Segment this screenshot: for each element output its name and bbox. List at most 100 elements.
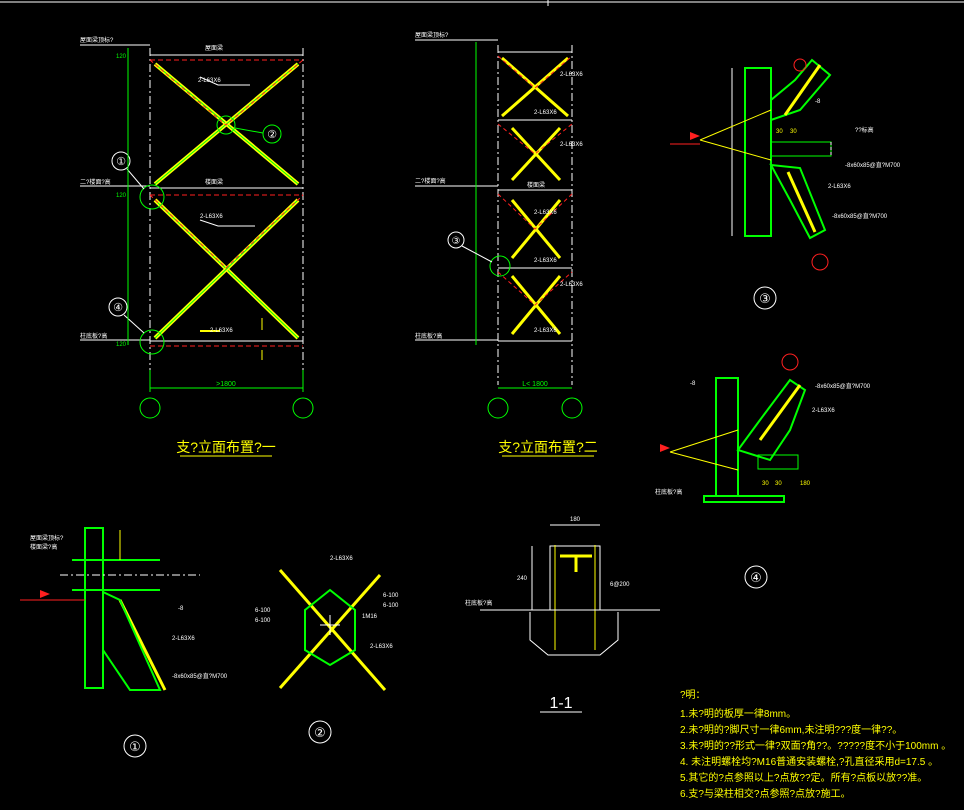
e2-brace-3b — [510, 199, 562, 259]
d3-weld-leader-a — [699, 109, 772, 141]
e2-mid-label: 二?楼面?高 — [415, 177, 446, 185]
detail-circle-2 — [216, 115, 236, 135]
d3-text-30b: 30 — [790, 129, 797, 135]
note-6: 6.支?与梁柱相交?点参照?点放?施工。 — [680, 787, 851, 800]
e2-bottom-label: 柱底板?高 — [415, 332, 442, 340]
e2-floor-beam-label: 楼面梁 — [527, 181, 545, 189]
d3-label: ③ — [759, 291, 771, 306]
elev1-brace-top: 2-L63X6 — [198, 78, 221, 84]
d4-text-brace: 2-L63X6 — [812, 408, 835, 414]
axis-bubble-left — [139, 397, 161, 419]
d3-text-elev: ??标高 — [855, 126, 874, 134]
elev1-brace-bottom: 2-L63X6 — [210, 328, 233, 334]
e2-brace-label-4: 2-L63X6 — [534, 210, 557, 216]
d3-column — [744, 67, 772, 237]
e2-callout-3-ring — [447, 231, 465, 249]
detail-2-leader — [234, 127, 264, 134]
d3-beam-stub — [770, 141, 832, 157]
elev1-dim-top: 120 — [116, 54, 127, 60]
d1-column — [84, 527, 104, 689]
e2-callout-3: ③ — [452, 236, 461, 247]
d1-text-brace: 2-L63X6 — [172, 636, 195, 642]
s11-text-spacing: 6@200 — [610, 582, 630, 588]
e2-brace-label-2: 2-L63X6 — [534, 110, 557, 116]
d3-label-ring — [753, 286, 777, 310]
d2-gusset — [304, 588, 356, 667]
e2-brace-label-1: 2-L63X6 — [560, 72, 583, 78]
d4-label: ④ — [750, 570, 762, 585]
d4-text-plate-a: -8x60x85@直?M700 — [815, 382, 871, 390]
brace-mid-leader — [199, 219, 255, 227]
d1-text-plate-b: -8x60x85@直?M700 — [172, 672, 228, 680]
elevation-2: 屋面梁顶标? 二?楼面?高 楼面梁 柱底板?高 2-L63X6 2-L63X6 … — [415, 31, 598, 457]
d3-lower-gusset — [769, 163, 827, 240]
d4-weld-leader-b — [669, 451, 739, 471]
d4-base-plate — [703, 495, 785, 503]
note-3: 3.未?明的??形式一律?双面?角??。?????度不小于100mm 。 — [680, 739, 951, 752]
elev1-dim-mid: 120 — [116, 193, 127, 199]
elev1-callout-1: ① — [116, 156, 126, 168]
e2-brace-label-5: 2-L63X6 — [534, 258, 557, 264]
s11-text-240: 240 — [517, 576, 528, 582]
note-4: 4. 未注明螺栓均?M16普通安装螺栓,?孔直径采用d=17.5 。 — [680, 755, 938, 768]
detail-2: ② 2-L63X6 6-100 6-100 6-100 6-100 1M16 2… — [255, 556, 399, 744]
callout-2-ring — [262, 124, 282, 144]
elev1-roof-beam-label: 屋面梁 — [205, 44, 223, 52]
e2-brace-4b — [510, 275, 562, 335]
section-1-1: 180 240 柱底板?高 6@200 1-1 — [465, 517, 660, 713]
d2-text-bolt: 1M16 — [362, 614, 378, 620]
d2-text-brace-bottom: 2-L63X6 — [370, 644, 393, 650]
e2-gusset-2 — [497, 123, 573, 155]
s11-label: 1-1 — [549, 695, 572, 712]
e2-axis-left — [487, 397, 509, 419]
elev1-bottom-label: 柱底板?高 — [80, 332, 107, 340]
elev1-dim-width: >1800 — [216, 381, 236, 388]
elev1-brace-mid: 2-L63X6 — [200, 214, 223, 220]
s11-text-base: 柱底板?高 — [465, 599, 492, 607]
elev1-title: 支?立面布置?一 — [176, 439, 276, 455]
e2-gusset-3 — [497, 193, 573, 230]
d3-text-plate-b: -8x60x85@直?M700 — [832, 212, 888, 220]
s11-text-180: 180 — [570, 517, 581, 523]
d1-gusset — [102, 590, 162, 691]
d1-label-ring — [123, 734, 147, 758]
detail-circle-1 — [139, 184, 165, 210]
d3-upper-gusset — [770, 58, 832, 122]
d4-text-30a: 30 — [762, 481, 769, 487]
elevation-1: 屋面梁顶标? 屋面梁 二?楼面?高 楼面梁 柱底板?高 2-L63X6 2-L6… — [80, 36, 314, 457]
d1-text-plate: -8 — [178, 606, 184, 612]
e2-brace-1b — [501, 56, 569, 118]
d4-weld-circle — [781, 353, 799, 371]
axis-bubble-right — [292, 397, 314, 419]
detail-3: ③ -8 ??标高 -8x60x85@直?M700 2-L63X6 -8x60x… — [670, 58, 901, 310]
note-5: 5.其它的?点参照以上?点放??定。所有?点板以放??准。 — [680, 771, 927, 784]
callout-1-ring — [111, 151, 131, 171]
d3-weld-circle — [811, 253, 829, 271]
e2-brace-2b — [510, 126, 562, 182]
d3-weld-flag — [690, 132, 700, 140]
d4-label-ring — [744, 565, 768, 589]
d3-text-30a: 30 — [776, 129, 783, 135]
callout-4-leader — [123, 314, 145, 334]
d3-weld-leader-b — [699, 139, 772, 161]
d3-text-plate-a: -8x60x85@直?M700 — [845, 161, 901, 169]
e2-brace-label-3: 2-L63X6 — [560, 142, 583, 148]
d1-label: ① — [129, 739, 141, 754]
elev1-callout-4: ④ — [113, 302, 123, 314]
d4-text-180: 180 — [800, 481, 811, 487]
d1-text-floor: 楼面梁?高 — [30, 543, 57, 551]
d2-text-6100c: 6-100 — [383, 593, 399, 599]
d4-brace — [758, 384, 802, 441]
general-notes: ?明： 1.未?明的板厚一律8mm。 2.未?明的?脚尺寸一律6mm,未注明??… — [680, 689, 951, 800]
e2-brace-label-6: 2-L63X6 — [560, 282, 583, 288]
elev1-floor-beam-label: 楼面梁 — [205, 178, 223, 186]
d2-label: ② — [314, 725, 326, 740]
d4-column — [715, 377, 739, 497]
d4-weld-leader-a — [669, 429, 739, 453]
d3-text-brace: 2-L63X6 — [828, 184, 851, 190]
detail-4: ④ -8 -8x60x85@直?M700 2-L63X6 柱底板?高 30 30… — [655, 353, 871, 589]
d1-weld-flag — [40, 590, 50, 598]
d4-text-plate: -8 — [690, 381, 696, 387]
e2-axis-right — [561, 397, 583, 419]
elev1-top-label: 屋面梁顶标? — [80, 36, 114, 44]
